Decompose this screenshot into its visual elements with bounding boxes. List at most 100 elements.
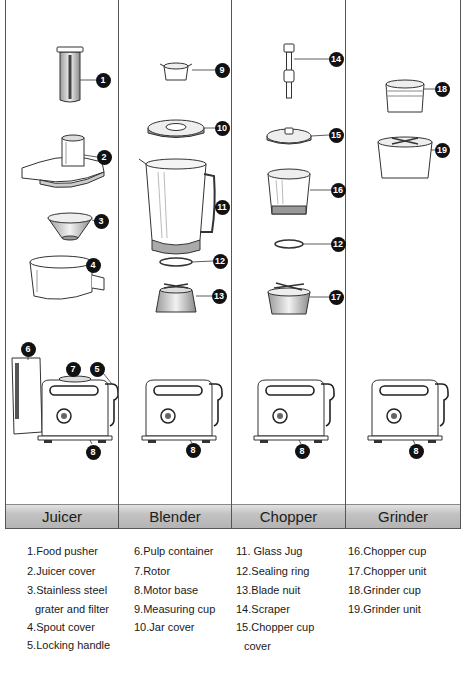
- callout-text: 5: [94, 365, 99, 374]
- part-list-item: 3.Stainless steel grater and filter: [27, 581, 131, 619]
- leader-line: [192, 261, 213, 262]
- callout-number: 4: [86, 258, 101, 273]
- pusher-cap: [57, 47, 83, 52]
- callout-text: 6: [25, 345, 30, 354]
- container-shade: [15, 363, 19, 419]
- callout-text: 14: [331, 55, 341, 64]
- callout-number: 12: [331, 237, 346, 252]
- title-band: Juicer: [6, 504, 118, 529]
- filter-rim: [48, 213, 92, 223]
- filter-hub: [62, 236, 78, 240]
- callout-text: 18: [437, 85, 447, 94]
- unit-rim: [378, 137, 432, 147]
- part-list-item: 9.Measuring cup: [134, 600, 234, 619]
- cup-body: [268, 174, 310, 214]
- cup-rim: [386, 80, 424, 88]
- section-panel: Juicer12346758: [5, 0, 119, 529]
- callout-number: 9: [215, 63, 230, 78]
- cover-chute: [62, 138, 84, 166]
- part-list-item: 7.Rotor: [134, 562, 234, 581]
- bowl-spout: [92, 275, 104, 290]
- unit-blades: [392, 138, 418, 144]
- container-body: [12, 358, 42, 434]
- part-list-item: 19.Grinder unit: [348, 600, 458, 619]
- callout-text: 17: [331, 293, 341, 302]
- rotor: [59, 376, 91, 382]
- leader-line: [424, 89, 435, 90]
- glass-jug: [139, 159, 215, 254]
- part-list-item: 10.Jar cover: [134, 618, 234, 637]
- chute-top: [62, 135, 84, 141]
- part-list-item: 6.Pulp container: [134, 542, 234, 561]
- grinder-unit: [378, 137, 432, 178]
- callout-number: 8: [295, 444, 310, 459]
- chute-shade: [66, 142, 67, 164]
- callout-number: 17: [329, 290, 344, 305]
- section-title: Juicer: [42, 508, 82, 525]
- cup-rim: [268, 169, 310, 179]
- spout-cover: [30, 256, 104, 299]
- section-panel: Chopper14151612178: [232, 0, 346, 529]
- cup-shade: [276, 180, 283, 204]
- callout-text: 8: [90, 448, 95, 457]
- callout-text: 4: [90, 261, 95, 270]
- leader-line: [103, 373, 112, 384]
- part-list-item: 17.Chopper unit: [348, 562, 458, 581]
- callout-number: 10: [215, 121, 230, 136]
- scraper-grip: [284, 70, 294, 82]
- callout-number: 8: [186, 443, 201, 458]
- chopper-unit: [268, 283, 310, 314]
- callout-text: 16: [333, 186, 343, 195]
- callout-number: 7: [66, 362, 81, 377]
- grinder-cup: [386, 80, 424, 112]
- callout-number: 18: [435, 82, 450, 97]
- node-layer: Juicer12346758Blender9101112138Chopper14…: [0, 0, 467, 529]
- blade-nut: [156, 284, 196, 312]
- cover-hole: [166, 124, 186, 131]
- leader-line: [303, 244, 331, 245]
- jar-cover: [148, 120, 204, 138]
- callout-number: 8: [409, 444, 424, 459]
- pulp-container: [12, 358, 42, 434]
- measuring-cup: [160, 63, 192, 80]
- callout-number: 16: [331, 183, 346, 198]
- jug-handle: [200, 174, 215, 232]
- leader-line: [310, 190, 331, 191]
- section-panel: Blender 9 10 11 12 13 8: [119, 0, 232, 529]
- callout-text: 8: [413, 447, 418, 456]
- leader-line: [196, 296, 212, 297]
- pusher-shade: [69, 55, 72, 99]
- cup-collar: [272, 206, 306, 214]
- part-list-item: 11. Glass Jug: [236, 542, 336, 561]
- callout-text: 8: [299, 447, 304, 456]
- callout-text: 12: [215, 257, 225, 266]
- callout-number: 13: [212, 289, 227, 304]
- nut-blades: [164, 284, 188, 288]
- chopper-cup: [268, 169, 310, 214]
- motor-base: [142, 380, 222, 443]
- cover-top: [267, 129, 311, 143]
- callout-number: 5: [90, 362, 105, 377]
- pusher-body: [60, 52, 80, 102]
- leader-line: [204, 128, 215, 129]
- callout-text: 7: [70, 365, 75, 374]
- leader-line: [90, 440, 92, 444]
- cover-rim: [40, 172, 104, 188]
- leader-line: [80, 80, 96, 81]
- leader-line: [84, 155, 97, 157]
- section-title: Blender: [149, 508, 201, 525]
- sealing-ring: [275, 240, 303, 248]
- bowl-shade: [37, 270, 38, 292]
- callout-text: 12: [333, 240, 343, 249]
- part-list-item: 13.Blade nuit: [236, 581, 336, 600]
- callout-number: 15: [329, 128, 344, 143]
- jug-shade: [158, 172, 167, 238]
- callout-number: 14: [329, 52, 344, 67]
- motor-base: [368, 380, 448, 443]
- part-list-item: 15.Chopper cup cover: [236, 618, 336, 656]
- unit-rim: [268, 288, 310, 296]
- jug-rim: [146, 159, 206, 169]
- callout-text: 11: [217, 203, 227, 212]
- callout-text: 13: [214, 292, 224, 301]
